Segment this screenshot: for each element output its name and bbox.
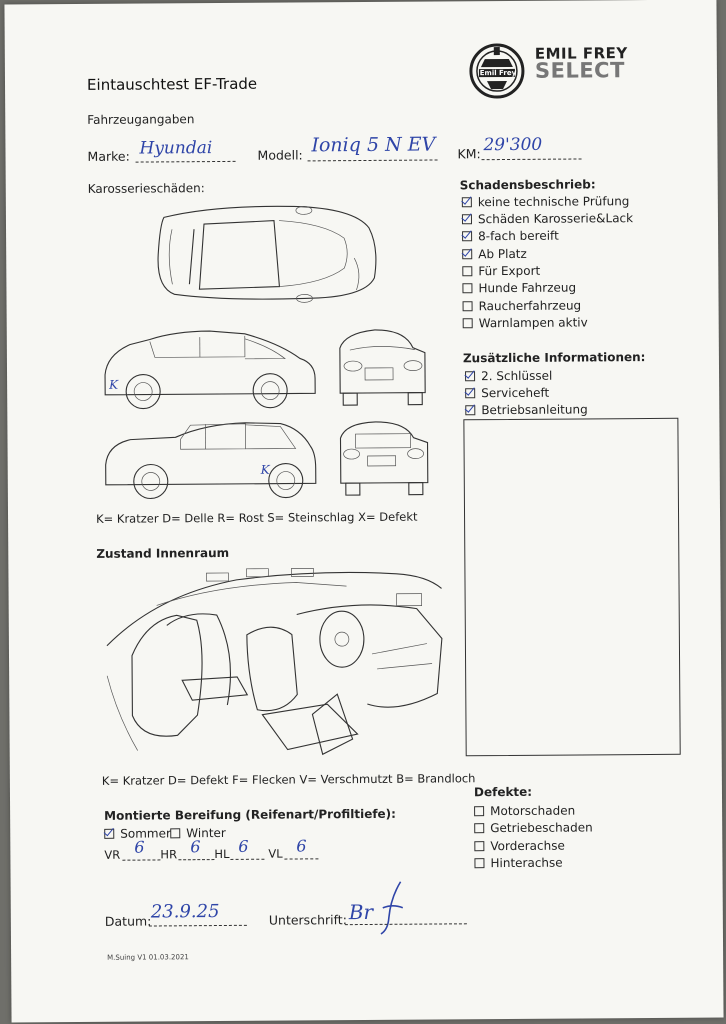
form-title: Eintauschtest EF-Trade	[86, 74, 258, 94]
notes-box[interactable]	[463, 417, 681, 757]
interior-section-title: Zustand Innenraum	[96, 545, 230, 561]
checkbox-checked[interactable]	[465, 405, 476, 416]
vr-value[interactable]: 6	[134, 837, 145, 857]
checkbox-checked[interactable]	[465, 388, 476, 399]
defect-item[interactable]: Vorderachse	[474, 839, 565, 854]
checkbox-checked[interactable]	[461, 197, 472, 208]
checkbox-checked[interactable]	[462, 249, 473, 260]
checkbox-checked[interactable]	[465, 371, 476, 382]
hl-label: HL	[214, 846, 230, 862]
defect-item[interactable]: Getriebeschaden	[474, 820, 593, 835]
damage-desc-item[interactable]: Hunde Fahrzeug	[462, 281, 576, 296]
km-label: KM:	[457, 146, 481, 162]
marke-line	[135, 160, 236, 163]
hr-line	[178, 859, 215, 861]
defect-item[interactable]: Motorschaden	[474, 804, 575, 819]
signature-value[interactable]: Br	[348, 899, 374, 925]
vehicle-section-title: Fahrzeugangaben	[87, 112, 195, 127]
checkbox[interactable]	[462, 301, 473, 312]
tires-section-title: Montierte Bereifung (Reifenart/Profiltie…	[104, 806, 396, 823]
checkbox[interactable]	[462, 318, 473, 329]
car-side-left-view[interactable]: K	[104, 330, 316, 410]
hl-value[interactable]: 6	[238, 836, 249, 856]
checkbox[interactable]	[474, 823, 485, 834]
checkbox[interactable]	[170, 828, 181, 839]
defect-item[interactable]: Hinterachse	[474, 856, 563, 871]
form-sheet: Emil Frey EMIL FREY SELECT Eintauschtest…	[4, 0, 724, 1023]
date-value[interactable]: 23.9.25	[150, 901, 220, 923]
damage-desc-item[interactable]: Raucherfahrzeug	[462, 298, 581, 313]
signature-stroke-icon	[380, 881, 404, 935]
vr-line	[122, 859, 161, 861]
additional-info-item[interactable]: 2. Schlüssel	[465, 369, 552, 384]
damage-desc-item[interactable]: Für Export	[462, 264, 540, 279]
checkbox[interactable]	[474, 841, 485, 852]
km-line	[481, 158, 582, 161]
modell-line	[307, 159, 438, 162]
emil-frey-logo	[467, 41, 527, 105]
additional-info-item[interactable]: Betriebsanleitung	[465, 402, 588, 417]
logo-badge-text: Emil Frey	[479, 68, 517, 78]
vl-label: VL	[268, 846, 283, 861]
checkbox[interactable]	[462, 266, 473, 277]
damage-desc-item[interactable]: 8-fach bereift	[462, 229, 559, 244]
body-damage-section-title: Karosserieschäden:	[87, 181, 205, 196]
car-front-view[interactable]	[339, 329, 426, 406]
interior-diagram[interactable]	[96, 563, 457, 771]
checkbox[interactable]	[462, 283, 473, 294]
km-value[interactable]: 29'300	[483, 134, 543, 156]
vl-line	[284, 858, 319, 860]
checkbox-checked[interactable]	[461, 214, 473, 225]
damage-desc-item[interactable]: Warnlampen aktiv	[462, 315, 588, 330]
additional-info-list: 2. Schlüssel Serviceheft Betriebsanleitu…	[465, 368, 665, 424]
logo-badge-icon	[469, 43, 525, 99]
car-rear-view[interactable]	[339, 421, 429, 496]
marke-label: Marke:	[87, 148, 130, 164]
damage-desc-item[interactable]: Schäden Karosserie&Lack	[461, 211, 633, 226]
car-top-view[interactable]	[157, 205, 377, 304]
damage-mark-rear: K	[260, 463, 271, 477]
marke-value[interactable]: Hyundai	[139, 138, 213, 159]
damage-desc-item[interactable]: keine technische Prüfung	[461, 194, 629, 209]
body-damage-legend: K= Kratzer D= Delle R= Rost S= Steinschl…	[95, 509, 418, 526]
damage-desc-section-title: Schadensbeschrieb:	[459, 177, 596, 193]
car-diagrams[interactable]: K K	[94, 197, 456, 510]
hl-line	[230, 858, 265, 860]
car-side-right-view[interactable]: K	[105, 422, 317, 500]
vr-label: VR	[104, 847, 121, 862]
modell-value[interactable]: Ioniq 5 N EV	[311, 133, 436, 157]
form-version-footer: M.Suing V1 01.03.2021	[107, 953, 189, 962]
defects-list: Motorschaden Getriebeschaden Vorderachse…	[474, 803, 674, 874]
additional-info-section-title: Zusätzliche Informationen:	[462, 350, 646, 366]
modell-label: Modell:	[257, 147, 303, 163]
signature-label: Unterschrift:	[268, 912, 347, 928]
checkbox[interactable]	[474, 858, 485, 869]
checkbox-checked[interactable]	[104, 828, 115, 839]
hr-label: HR	[160, 847, 178, 862]
damage-desc-item[interactable]: Ab Platz	[462, 247, 527, 261]
damage-desc-list: keine technische Prüfung Schäden Karosse…	[461, 194, 663, 335]
additional-info-item[interactable]: Serviceheft	[465, 386, 549, 401]
date-line	[148, 924, 247, 927]
defects-section-title: Defekte:	[473, 784, 533, 800]
hr-value[interactable]: 6	[190, 837, 201, 857]
vl-value[interactable]: 6	[296, 836, 307, 856]
date-label: Datum:	[104, 913, 152, 929]
damage-mark-front: K	[108, 378, 119, 392]
checkbox-checked[interactable]	[462, 231, 473, 242]
interior-legend: K= Kratzer D= Defekt F= Flecken V= Versc…	[101, 771, 476, 788]
checkbox[interactable]	[474, 806, 485, 817]
logo-line2: SELECT	[534, 58, 625, 83]
